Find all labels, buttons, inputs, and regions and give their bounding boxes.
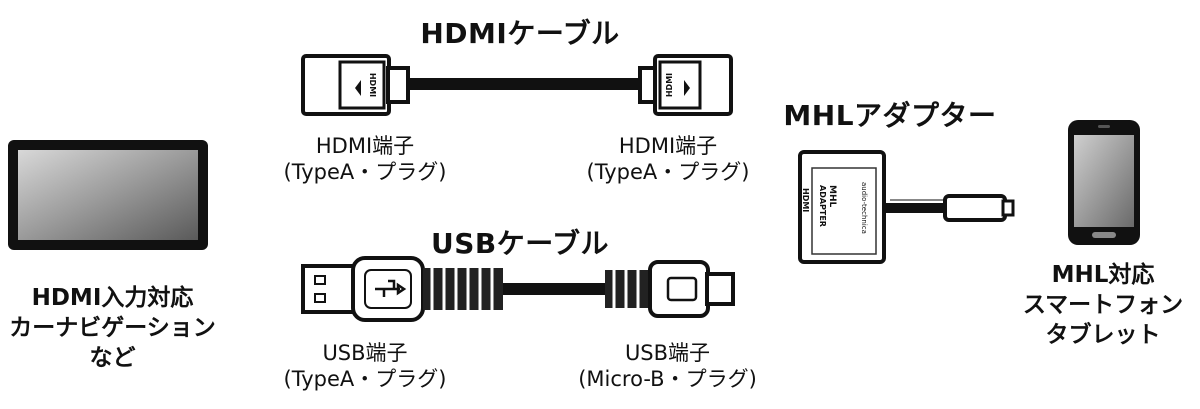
adapter-text-adapter: ADAPTER [818, 185, 827, 227]
usb-left-terminal-type: (TypeA・プラグ) [283, 367, 447, 391]
hdmi-plug-mark-left: HDMI [368, 73, 377, 97]
usb-cable-icon [301, 256, 735, 322]
right-device-line-1: MHL対応 [1051, 262, 1155, 288]
adapter-text-mhl: MHL [827, 185, 837, 207]
hdmi-cable-title: HDMIケーブル [420, 17, 620, 50]
usb-left-terminal-name: USB端子 [322, 341, 408, 365]
left-device-label: HDMI入力対応 カーナビゲーション など [0, 283, 225, 373]
left-device-line-1: HDMI入力対応 [31, 285, 194, 311]
usb-right-terminal-label: USB端子 (Micro-B・プラグ) [570, 340, 765, 392]
mhl-adapter-title: MHLアダプター [783, 99, 997, 132]
usb-right-terminal-type: (Micro-B・プラグ) [578, 367, 757, 391]
right-device-line-2: スマートフォン [1022, 292, 1184, 318]
smartphone-icon [1068, 120, 1140, 245]
hdmi-left-terminal-label: HDMI端子 (TypeA・プラグ) [280, 133, 450, 185]
usb-left-terminal-label: USB端子 (TypeA・プラグ) [280, 340, 450, 392]
hdmi-plug-mark-right: HDMI [665, 73, 674, 97]
left-device-line-2: カーナビゲーション [9, 315, 216, 341]
right-device-label: MHL対応 スマートフォン タブレット [1008, 260, 1198, 350]
hdmi-right-terminal-label: HDMI端子 (TypeA・プラグ) [583, 133, 753, 185]
hdmi-left-terminal-type: (TypeA・プラグ) [283, 160, 447, 184]
left-device-line-3: など [89, 345, 136, 371]
usb-right-terminal-name: USB端子 [624, 341, 711, 365]
usb-cable-title: USBケーブル [430, 227, 610, 260]
right-device-line-3: タブレット [1045, 322, 1161, 348]
mhl-adapter-icon: HDMI MHL ADAPTER audio-technica [798, 150, 1015, 264]
hdmi-cable-icon: HDMI HDMI [301, 54, 733, 116]
hdmi-right-terminal-name: HDMI端子 [618, 134, 718, 158]
car-navigation-icon [8, 140, 208, 250]
hdmi-left-terminal-name: HDMI端子 [315, 134, 415, 158]
adapter-brand: audio-technica [860, 182, 868, 234]
hdmi-right-terminal-type: (TypeA・プラグ) [586, 160, 750, 184]
adapter-port-mark: HDMI [801, 188, 810, 212]
